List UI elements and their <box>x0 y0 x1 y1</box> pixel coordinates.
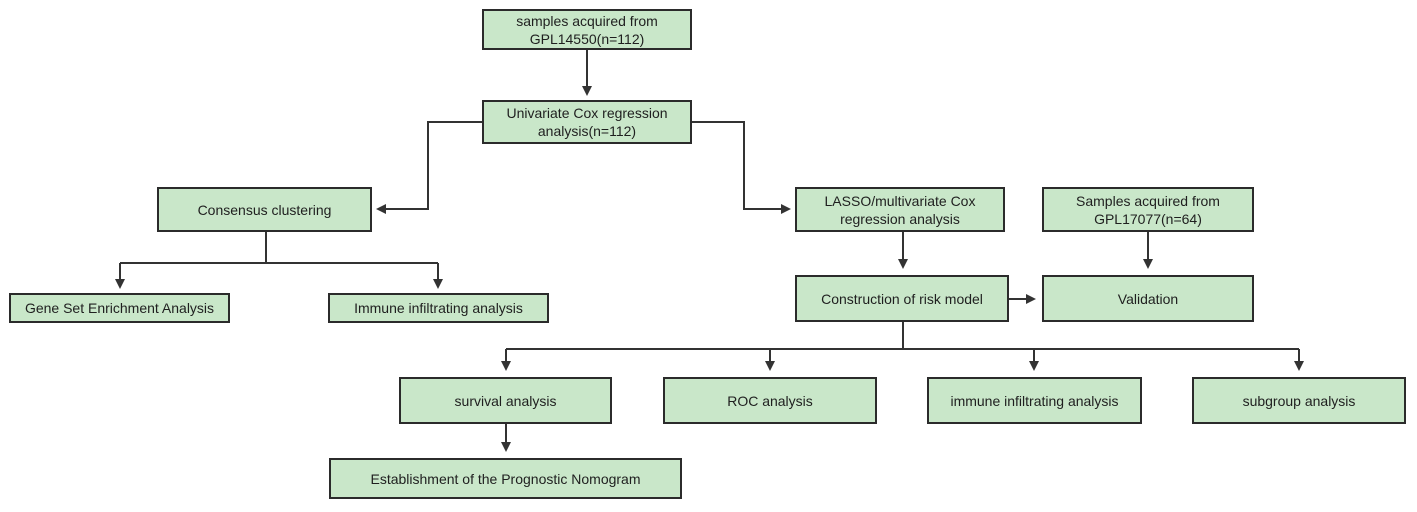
node-samples-gpl14550: samples acquired from GPL14550(n=112) <box>482 9 692 50</box>
node-immune-infiltrating-1: Immune infiltrating analysis <box>328 293 549 323</box>
arrow-univariate-to-consensus <box>376 121 482 214</box>
node-subgroup-analysis: subgroup analysis <box>1192 377 1406 424</box>
node-roc-analysis: ROC analysis <box>663 377 877 424</box>
node-nomogram: Establishment of the Prognostic Nomogram <box>329 458 682 499</box>
node-gsea: Gene Set Enrichment Analysis <box>9 293 230 323</box>
node-consensus-clustering: Consensus clustering <box>157 187 372 232</box>
node-validation: Validation <box>1042 275 1254 322</box>
arrow-univariate-to-lasso <box>692 121 791 214</box>
node-univariate-cox: Univariate Cox regression analysis(n=112… <box>482 100 692 144</box>
node-survival-analysis: survival analysis <box>399 377 612 424</box>
node-immune-infiltrating-2: immune infiltrating analysis <box>927 377 1142 424</box>
node-samples-gpl17077: Samples acquired from GPL17077(n=64) <box>1042 187 1254 232</box>
node-lasso-cox: LASSO/multivariate Cox regression analys… <box>795 187 1005 232</box>
node-risk-model: Construction of risk model <box>795 275 1009 322</box>
connector-consensus-branch <box>120 232 438 264</box>
connector-risk-model-branch <box>506 322 1299 350</box>
